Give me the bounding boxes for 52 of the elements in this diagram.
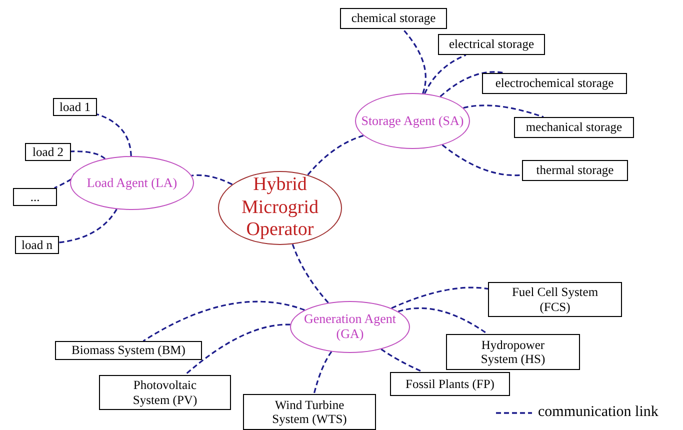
component-box xyxy=(340,8,447,29)
communication-link xyxy=(398,307,488,335)
component-box xyxy=(243,394,376,430)
node-label: load 2 xyxy=(32,144,64,160)
communication-link xyxy=(440,71,504,98)
node-label: Wind Turbine System (WTS) xyxy=(271,398,348,426)
component-box xyxy=(53,98,97,116)
communication-link xyxy=(142,300,305,342)
component-box xyxy=(488,282,622,317)
communication-link xyxy=(292,244,329,304)
node-label: Hybrid Microgrid Operator xyxy=(240,174,320,242)
node-label: ... xyxy=(30,190,40,204)
component-box xyxy=(482,73,627,94)
communication-link xyxy=(96,113,132,156)
communication-link xyxy=(442,144,522,176)
legend-label: communication link xyxy=(538,404,658,421)
node-label: Fossil Plants (FP) xyxy=(406,376,494,392)
communication-link xyxy=(313,351,332,394)
communication-link xyxy=(192,174,233,186)
communication-link xyxy=(307,134,364,176)
communication-link xyxy=(391,286,488,309)
communication-link xyxy=(58,208,118,244)
component-box xyxy=(55,341,202,360)
component-box xyxy=(15,236,59,254)
communication-link xyxy=(184,324,290,376)
node-label: Load Agent (LA) xyxy=(86,176,178,190)
node-label: thermal storage xyxy=(536,163,614,178)
node-label: Fuel Cell System (FCS) xyxy=(510,285,600,314)
node-label: load n xyxy=(22,238,52,252)
communication-link xyxy=(380,348,424,373)
communication-link xyxy=(463,104,544,118)
communication-link xyxy=(70,150,106,160)
node-label: electrical storage xyxy=(448,37,534,52)
node-label: Generation Agent (GA) xyxy=(302,312,398,342)
component-box xyxy=(514,117,634,138)
component-box xyxy=(522,160,628,181)
component-box xyxy=(25,143,71,161)
node-label: electrochemical storage xyxy=(495,76,614,91)
component-box xyxy=(390,372,510,396)
component-box xyxy=(446,334,580,370)
node-label: load 1 xyxy=(60,100,90,114)
node-label: mechanical storage xyxy=(526,120,622,135)
communication-link xyxy=(402,28,426,94)
node-label: Storage Agent (SA) xyxy=(361,114,464,128)
component-box xyxy=(438,34,545,55)
node-label: Biomass System (BM) xyxy=(72,343,186,358)
node-label: Hydropower System (HS) xyxy=(480,338,546,366)
component-box xyxy=(13,188,57,206)
communication-link xyxy=(424,54,466,94)
node-label: Photovoltaic System (PV) xyxy=(132,378,198,407)
component-box xyxy=(99,375,231,410)
node-label: chemical storage xyxy=(351,11,436,26)
